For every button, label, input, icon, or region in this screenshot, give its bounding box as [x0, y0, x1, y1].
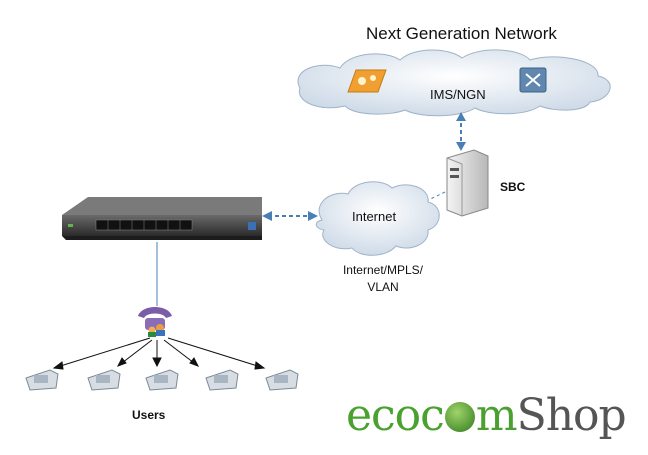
- ims-ngn-label: IMS/NGN: [430, 87, 486, 102]
- sbc-server-icon: [446, 149, 489, 217]
- network-type-line2: VLAN: [367, 280, 399, 294]
- network-type-label: Internet/MPLS/ VLAN: [333, 262, 433, 296]
- orange-gear-router-icon: [347, 69, 387, 93]
- user-links: [52, 337, 266, 370]
- voip-gateway-device: [62, 197, 262, 240]
- ims-sbc-link: [456, 112, 466, 151]
- desk-phone-icon: [25, 369, 59, 391]
- phone-users-icon: [138, 307, 172, 337]
- sbc-label: SBC: [500, 180, 526, 194]
- internet-label: Internet: [352, 209, 397, 224]
- desk-phone-icon: [87, 369, 121, 391]
- logo-text-shop: Shop: [516, 390, 627, 441]
- logo-text-m: m: [475, 390, 518, 441]
- network-type-line1: Internet/MPLS/: [342, 263, 424, 277]
- diagram-title: Next Generation Network: [366, 24, 557, 43]
- logo-globe-icon: [444, 402, 475, 432]
- internet-cloud: [315, 181, 440, 256]
- switch-internet-link: [262, 211, 318, 221]
- desk-phone-icon: [145, 369, 179, 391]
- users-label: Users: [132, 408, 166, 422]
- sbc-internet-link: [419, 191, 446, 205]
- gateway-ports: [95, 219, 193, 231]
- desk-phone-icon: [265, 369, 299, 391]
- desk-phone-icon: [205, 369, 239, 391]
- ims-ngn-cloud: [297, 49, 611, 117]
- blue-switch-icon: [519, 67, 547, 93]
- logo-text-eco: ecoc: [346, 390, 445, 441]
